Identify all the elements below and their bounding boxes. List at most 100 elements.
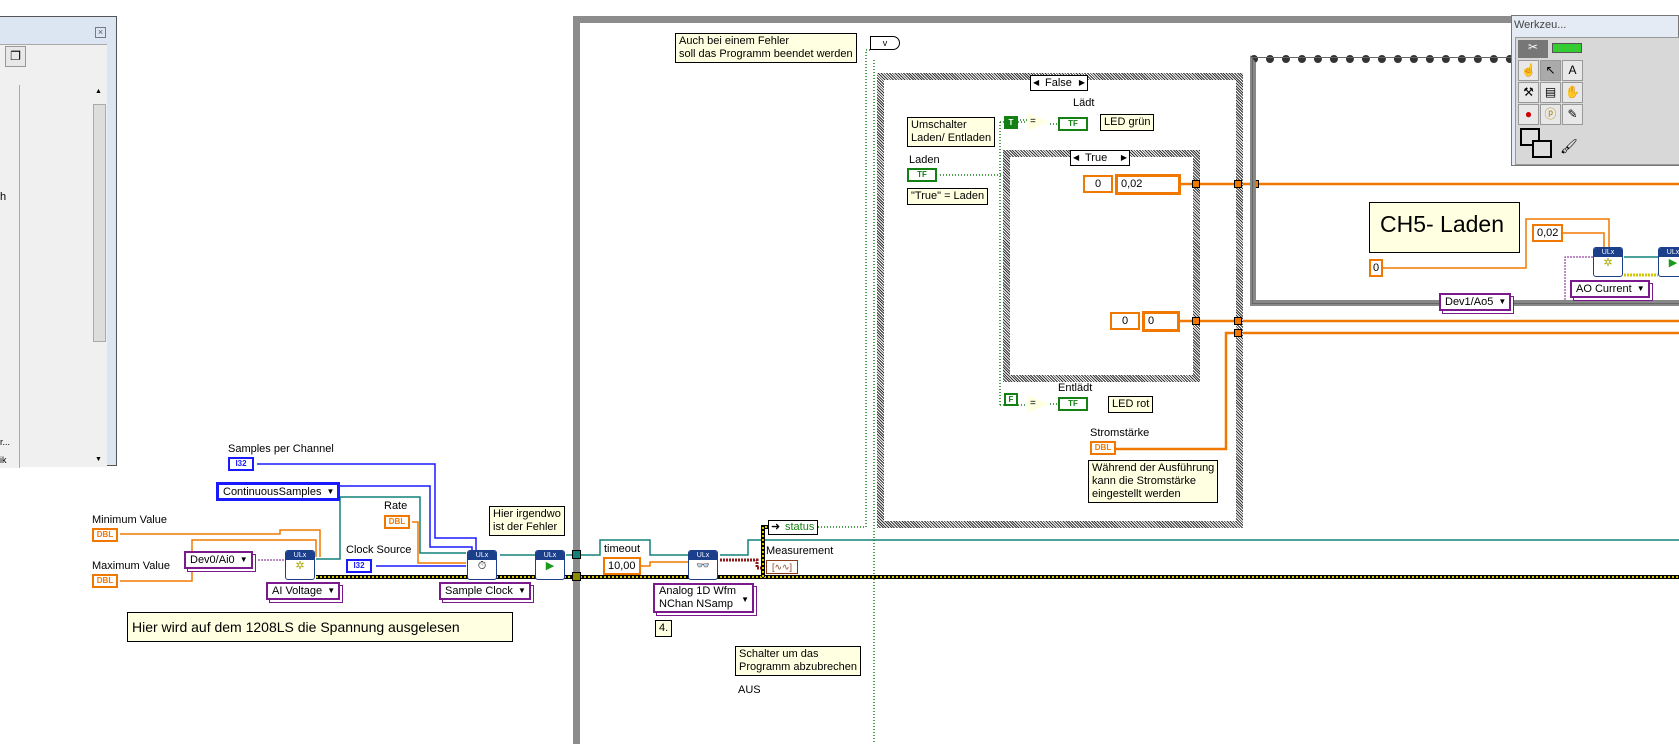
scrollbar[interactable]: ▲ ▼ (92, 84, 107, 468)
tunnel (1192, 180, 1200, 188)
current-constant-true[interactable]: 0,02 (1115, 174, 1181, 195)
scroll-up-icon[interactable]: ▲ (95, 88, 102, 95)
laedt-label: Lädt (1073, 97, 1095, 109)
laedt-indicator[interactable]: TF (1058, 117, 1088, 131)
increment-icon[interactable]: ▶ (1078, 78, 1085, 87)
unbundle-status: ➜status (768, 520, 818, 535)
index-constant-false[interactable]: 0 (1110, 312, 1140, 330)
index-constant-true[interactable]: 0 (1083, 175, 1113, 193)
scroll-down-icon[interactable]: ▼ (95, 456, 102, 463)
channel-ao-constant[interactable]: Dev1/Ao5 ▼ (1439, 293, 1512, 311)
ao-current-text: AO Current (1576, 283, 1632, 295)
ai-voltage-text: AI Voltage (272, 585, 323, 597)
dropdown-icon[interactable]: ▼ (1636, 284, 1645, 293)
tunnel (1192, 317, 1200, 325)
timeout-constant[interactable]: 10,00 (603, 557, 641, 575)
operate-tool-icon[interactable]: ☝ (1518, 60, 1539, 81)
entlaedt-indicator[interactable]: TF (1058, 397, 1088, 411)
measurement-indicator[interactable]: [∿∿] (766, 560, 798, 574)
glasses-icon: 👓 (696, 560, 710, 572)
vi-header: ULx (689, 551, 717, 560)
palette-list (0, 85, 20, 468)
ulx-read-vi[interactable]: ULx👓 (688, 550, 718, 580)
increment-icon[interactable]: ▶ (1120, 153, 1127, 162)
samples-per-channel-control[interactable]: I32 (228, 457, 254, 471)
ulx-create-channel-vi[interactable]: ULx✲ (285, 550, 315, 580)
palette-item-fragment[interactable]: ik (0, 455, 7, 465)
vi-header: ULx (1659, 248, 1679, 257)
false-constant[interactable]: F (1004, 393, 1018, 406)
shortcut-menu-tool-icon[interactable]: ▤ (1540, 82, 1561, 103)
scroll-thumb[interactable] (93, 104, 106, 342)
arrow-icon: ➜ (771, 521, 781, 533)
ao-current-ring[interactable]: AO Current ▼ (1570, 280, 1650, 298)
dropdown-icon[interactable]: ▼ (326, 487, 335, 496)
channel-ai-constant[interactable]: Dev0/Ai0 ▼ (184, 551, 253, 569)
palette-item-fragment[interactable]: r... (0, 437, 11, 447)
minimum-value-control[interactable]: DBL (92, 528, 118, 542)
wire-max-value (120, 539, 317, 582)
ulx-start-ao-vi[interactable]: ULx▶ (1658, 247, 1679, 277)
true-constant[interactable]: T (1004, 116, 1018, 129)
wiring-tool-icon[interactable]: ⚒ (1518, 82, 1539, 103)
play-icon: ▶ (545, 560, 555, 572)
comment-led-red: LED rot (1108, 396, 1154, 413)
decrement-icon[interactable]: ◀ (1073, 153, 1080, 162)
auto-tool-icon[interactable]: ✂ (1518, 40, 1548, 58)
wire-samples-per-channel (257, 463, 477, 556)
measurement-label: Measurement (766, 545, 834, 557)
wire-min-value (120, 529, 321, 557)
channel-ai-text: Dev0/Ai0 (190, 554, 235, 566)
while-loop-border[interactable] (573, 16, 1679, 23)
maximum-value-control[interactable]: DBL (92, 574, 118, 588)
case-selector-inner[interactable]: ◀ True ▶ (1070, 150, 1130, 166)
sample-clock-text: Sample Clock (445, 585, 513, 597)
dropdown-icon[interactable]: ▼ (1498, 297, 1507, 306)
text-tool-icon[interactable]: A (1562, 60, 1583, 81)
dropdown-icon[interactable]: ▼ (327, 586, 336, 595)
scroll-tool-icon[interactable]: ✋ (1562, 82, 1583, 103)
ulx-create-channel-ao-node[interactable]: ULx✲ (1593, 247, 1623, 277)
color-tool-icon[interactable] (1520, 128, 1556, 162)
ai-voltage-ring[interactable]: AI Voltage ▼ (266, 582, 341, 600)
clock-source-control[interactable]: I32 (346, 559, 372, 573)
dropdown-icon[interactable]: ▼ (239, 555, 248, 564)
comment-ch5: CH5- Laden (1369, 202, 1520, 253)
decrement-icon[interactable]: ◀ (1033, 78, 1040, 87)
case-label-inner: True (1085, 152, 1108, 164)
dropdown-icon[interactable]: ▼ (517, 586, 526, 595)
channel-ao-text: Dev1/Ao5 (1445, 296, 1494, 308)
restore-button[interactable]: ❐ (5, 46, 26, 67)
tools-palette: Werkzeu... ✂ ☝ ↖ A ⚒ ▤ ✋ ● ⓟ ✎ 🖌 (1511, 15, 1679, 166)
case-selector-outer[interactable]: ◀False▶ (1030, 75, 1088, 91)
current-constant-false[interactable]: 0 (1142, 311, 1180, 332)
breakpoint-tool-icon[interactable]: ● (1518, 104, 1539, 125)
ch5-current-constant[interactable]: 0,02 (1532, 224, 1564, 242)
comment-true-charge: "True" = Laden (907, 188, 989, 205)
sample-mode-ring[interactable]: ContinuousSamples▼ (216, 482, 341, 501)
brush-icon[interactable]: 🖌 (1560, 138, 1578, 154)
get-color-tool-icon[interactable]: ✎ (1562, 104, 1583, 125)
sample-clock-ring[interactable]: Sample Clock ▼ (439, 582, 531, 600)
ulx-start-vi[interactable]: ULx▶ (535, 550, 565, 580)
timeout-label: timeout (604, 543, 641, 555)
rate-control[interactable]: DBL (384, 515, 410, 529)
or-gate-icon: v (870, 36, 900, 50)
stromstaerke-control[interactable]: DBL (1090, 441, 1116, 455)
play-icon: ▶ (1668, 257, 1678, 269)
wire-error-up-b (762, 526, 770, 577)
dropdown-icon[interactable]: ▼ (741, 595, 750, 604)
palette-window: × ❐ h r... ik ▲ ▼ (0, 16, 117, 468)
read-mode-ring[interactable]: Analog 1D Wfm NChan NSamp▼ (653, 583, 755, 613)
position-tool-icon[interactable]: ↖ (1540, 60, 1561, 81)
probe-tool-icon[interactable]: ⓟ (1540, 104, 1561, 125)
ch5-min-constant[interactable]: 0 (1369, 259, 1384, 277)
laden-control[interactable]: TF (907, 168, 937, 182)
auto-tool-led[interactable] (1552, 43, 1582, 53)
comment-step: 4. (655, 620, 673, 637)
ulx-timing-vi[interactable]: ULx⏱ (467, 550, 497, 580)
palette-item-fragment[interactable]: h (0, 191, 7, 203)
while-loop-border-left[interactable] (573, 16, 580, 744)
comment-error-stop: Auch bei einem Fehler soll das Programm … (675, 33, 857, 63)
close-button[interactable]: × (95, 27, 106, 38)
